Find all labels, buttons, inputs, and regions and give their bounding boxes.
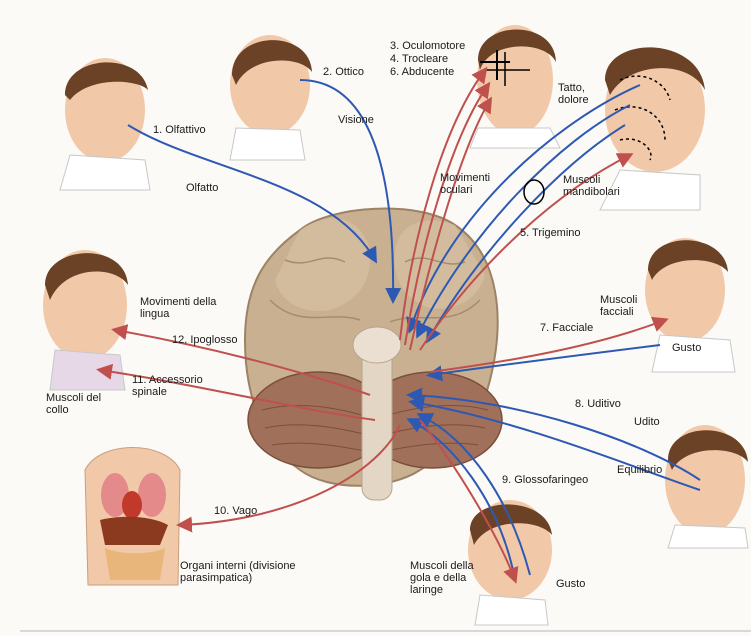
label-gusto-throat: Gusto — [556, 578, 585, 590]
label-trocleare: 4. Trocleare — [390, 53, 448, 65]
label-visione: Visione — [338, 114, 374, 126]
brain-illustration — [245, 209, 502, 500]
label-olfatto: Olfatto — [186, 182, 218, 194]
label-olfattivo: 1. Olfattivo — [153, 124, 206, 136]
label-uditivo: 8. Uditivo — [575, 398, 621, 410]
label-muscoli-collo: Muscoli del collo — [46, 392, 106, 416]
label-tatto-dolore: Tatto, dolore — [558, 82, 603, 106]
label-abducente: 6. Abducente — [390, 66, 454, 78]
label-udito: Udito — [634, 416, 660, 428]
label-accessorio: 11. Accessorio spinale — [132, 374, 222, 398]
bottom-divider — [20, 630, 751, 632]
label-vago: 10. Vago — [214, 505, 257, 517]
label-movimenti-oculari: Movimenti oculari — [440, 172, 510, 196]
label-ottico: 2. Ottico — [323, 66, 364, 78]
label-facciale: 7. Facciale — [540, 322, 593, 334]
head-eye-muscles — [470, 25, 560, 148]
head-auditory — [665, 425, 748, 548]
head-olfactory — [60, 58, 150, 190]
label-ipoglosso: 12. Ipoglosso — [172, 334, 237, 346]
label-muscoli-mandibolari: Muscoli mandibolari — [563, 174, 633, 198]
label-trigemino: 5. Trigemino — [520, 227, 581, 239]
label-equilibrio: Equilibrio — [617, 464, 662, 476]
label-gusto-face: Gusto — [672, 342, 701, 354]
head-optic — [230, 35, 312, 160]
label-muscoli-facciali: Muscoli facciali — [600, 294, 655, 318]
head-hypoglossal — [43, 250, 128, 390]
label-movimenti-lingua: Movimenti della lingua — [140, 296, 220, 320]
torso-organs — [85, 448, 180, 586]
label-glossofaringeo: 9. Glossofaringeo — [502, 474, 588, 486]
label-organi-interni: Organi interni (divisione parasimpatica) — [180, 560, 330, 584]
label-muscoli-gola: Muscoli della gola e della laringe — [410, 560, 480, 596]
label-oculomotore: 3. Oculomotore — [390, 40, 465, 52]
